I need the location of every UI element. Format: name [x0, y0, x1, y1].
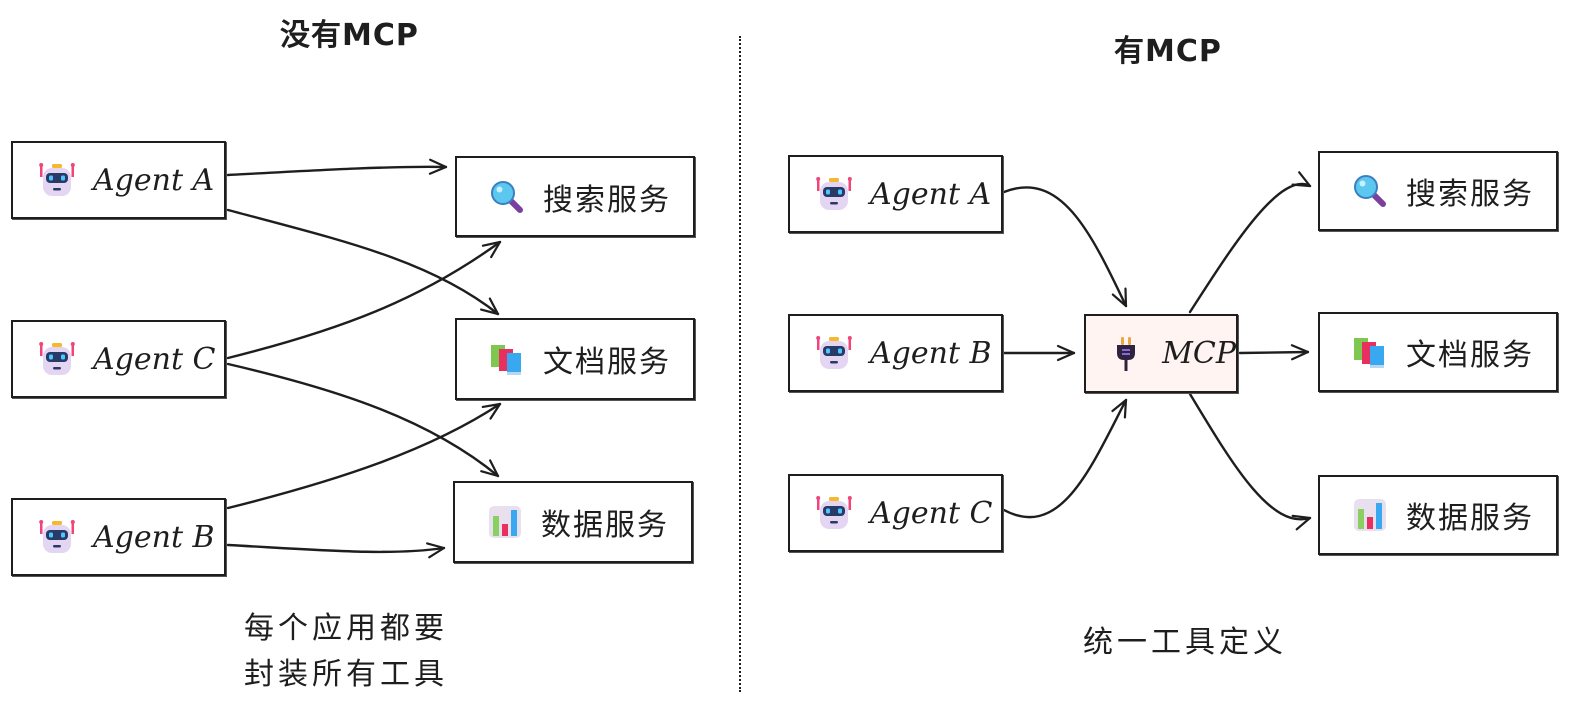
right-agent-a-node[interactable]: Agent A [788, 155, 1003, 233]
arrow-agent-b-to-docs [226, 402, 502, 510]
service-label: 搜索服务 [1406, 177, 1534, 212]
agent-label: Agent C [93, 341, 216, 377]
robot-icon [814, 174, 854, 214]
robot-icon [814, 493, 854, 533]
arrow-agent-c-to-mcp [1002, 398, 1128, 519]
agent-label: Agent B [93, 519, 215, 555]
panel-divider [739, 36, 741, 692]
left-search-service-node[interactable]: 搜索服务 [455, 156, 695, 237]
books-icon [487, 339, 527, 379]
right-docs-service-node[interactable]: 文档服务 [1318, 312, 1558, 392]
right-panel-title: 有MCP [1114, 34, 1222, 69]
arrow-agent-b-to-data [226, 542, 446, 559]
bar-chart-icon [1350, 495, 1390, 535]
service-label: 搜索服务 [543, 182, 671, 218]
robot-icon [37, 517, 77, 557]
left-docs-service-node[interactable]: 文档服务 [455, 318, 695, 400]
robot-icon [814, 333, 854, 373]
service-label: 数据服务 [541, 508, 669, 543]
right-agent-c-node[interactable]: Agent C [788, 474, 1003, 552]
agent-label: Agent A [870, 176, 992, 212]
bar-chart-icon [485, 502, 525, 542]
robot-icon [37, 339, 77, 379]
arrow-mcp-to-search [1188, 171, 1312, 314]
left-panel-title: 没有MCP [280, 18, 419, 53]
left-agent-c-node[interactable]: Agent C [11, 320, 226, 398]
mcp-label: MCP [1162, 336, 1236, 371]
arrow-mcp-to-docs [1238, 344, 1310, 361]
magnifier-icon [1350, 171, 1390, 211]
arrow-agent-a-to-mcp [1002, 186, 1128, 308]
mcp-hub-node[interactable]: MCP [1084, 314, 1238, 393]
magnifier-icon [487, 177, 527, 217]
arrow-agent-c-to-data [226, 362, 500, 478]
left-caption-line2: 封装所有工具 [244, 657, 448, 692]
left-agent-b-node[interactable]: Agent B [11, 498, 226, 576]
left-agent-a-node[interactable]: Agent A [11, 141, 226, 219]
arrow-agent-a-to-docs [226, 208, 500, 316]
service-label: 数据服务 [1406, 501, 1534, 536]
arrow-agent-c-to-search [226, 240, 502, 360]
plug-icon [1108, 334, 1144, 374]
left-caption-line1: 每个应用都要 [244, 611, 448, 646]
arrow-agent-a-to-search [226, 158, 448, 177]
arrow-mcp-to-data [1188, 392, 1312, 531]
left-data-service-node[interactable]: 数据服务 [453, 481, 693, 563]
right-search-service-node[interactable]: 搜索服务 [1318, 151, 1558, 231]
right-agent-b-node[interactable]: Agent B [788, 314, 1003, 392]
agent-label: Agent C [870, 495, 993, 531]
right-caption: 统一工具定义 [1083, 625, 1287, 660]
agent-label: Agent A [93, 162, 215, 198]
left-caption: 每个应用都要 封装所有工具 [236, 606, 456, 698]
service-label: 文档服务 [1406, 338, 1534, 373]
agent-label: Agent B [870, 335, 992, 371]
right-data-service-node[interactable]: 数据服务 [1318, 475, 1558, 555]
robot-icon [37, 160, 77, 200]
service-label: 文档服务 [543, 345, 671, 380]
books-icon [1350, 332, 1390, 372]
